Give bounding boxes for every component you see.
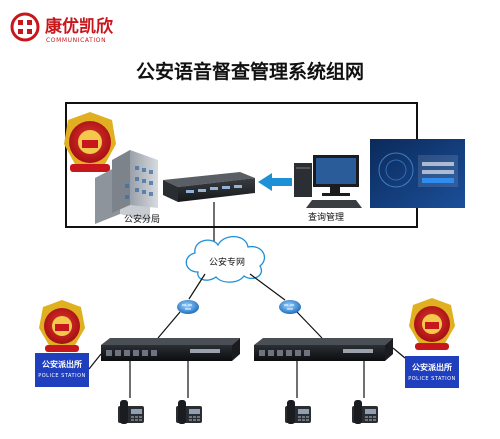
- server-icon: [163, 172, 255, 202]
- voice-recorder-icon: [254, 338, 393, 361]
- hq-label: 公安分局: [124, 213, 160, 225]
- station-box-left: 公安派出所 POLICE STATION: [35, 353, 89, 387]
- police-emblem-icon: [409, 298, 455, 350]
- station-label-left-en: POLICE STATION: [38, 373, 86, 379]
- brand-logo-icon: [10, 12, 40, 42]
- police-emblem-icon: [64, 112, 116, 172]
- router-icon: [279, 300, 301, 314]
- building-icon: [95, 150, 158, 224]
- network-label: 公安专网: [209, 256, 245, 268]
- link-left: [188, 273, 206, 300]
- telephone-icon: [352, 400, 378, 424]
- brand-name-en: COMMUNICATION: [46, 37, 106, 44]
- computer-icon: [294, 155, 362, 208]
- cloud-icon: [185, 235, 265, 283]
- station-label-left: 公安派出所: [42, 360, 82, 369]
- link-left-recorder: [157, 311, 181, 339]
- link-right-recorder: [296, 311, 323, 339]
- police-emblem-icon: [39, 300, 85, 352]
- station-label-right-en: POLICE STATION: [408, 376, 456, 382]
- login-screen-icon: [370, 139, 465, 208]
- router-icon: [177, 300, 199, 314]
- station-label-right: 公安派出所: [412, 363, 452, 372]
- link-station-right: [392, 347, 406, 359]
- telephone-icon: [118, 400, 144, 424]
- telephone-icon: [285, 400, 311, 424]
- link-right: [249, 273, 286, 301]
- telephone-icon: [176, 400, 202, 424]
- station-box-right: 公安派出所 POLICE STATION: [405, 356, 459, 388]
- brand-name-zh: 康优凯欣: [45, 16, 114, 37]
- page-title: 公安语音督查管理系统组网: [136, 60, 364, 83]
- data-flow-arrow: [258, 173, 292, 191]
- link-station-left: [88, 353, 102, 370]
- query-label: 查询管理: [308, 211, 344, 223]
- voice-recorder-icon: [101, 338, 240, 361]
